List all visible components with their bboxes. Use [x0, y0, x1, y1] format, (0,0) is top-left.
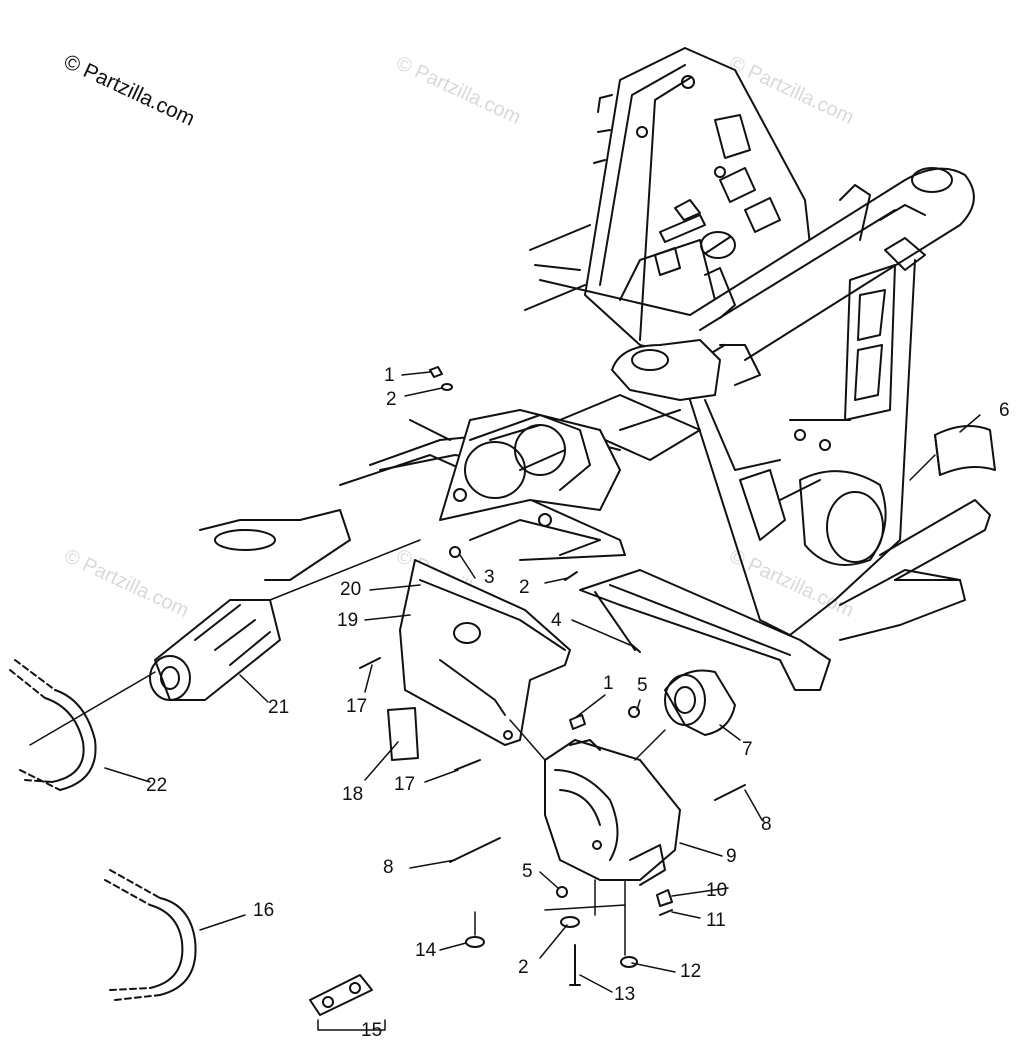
callout-13: 13: [614, 984, 636, 1005]
callout-17: 17: [394, 774, 416, 795]
callout-2: 2: [519, 577, 530, 598]
leader-lines: [104, 371, 981, 1031]
sprocket-21: [149, 599, 281, 701]
alignment-lines: [29, 454, 936, 956]
callout-5: 5: [637, 675, 648, 696]
frame-side-rail: [689, 259, 916, 636]
callout-1: 1: [384, 365, 395, 386]
frame-pivot-housing: [779, 470, 887, 566]
frame-cross-member: [611, 267, 761, 401]
callout-18: 18: [342, 784, 364, 805]
bearing-housing-9: [544, 739, 681, 886]
callout-4: 4: [551, 610, 562, 631]
callout-8: 8: [761, 814, 772, 835]
chain-22: [9, 659, 97, 791]
fasteners: [359, 366, 746, 986]
frame-center-bracket: [439, 409, 621, 556]
callout-16: 16: [253, 900, 275, 921]
callout-11: 11: [706, 910, 726, 931]
chain-16: [104, 869, 197, 1001]
callout-6: 6: [999, 400, 1010, 421]
callout-19: 19: [337, 610, 359, 631]
callout-22: 22: [146, 775, 168, 796]
callout-10: 10: [706, 880, 728, 901]
master-link-15: [309, 974, 373, 1016]
callout-2: 2: [518, 957, 529, 978]
callout-8: 8: [383, 857, 394, 878]
callout-14: 14: [415, 940, 437, 961]
bushing-7: [664, 669, 736, 736]
callout-21: 21: [268, 697, 290, 718]
bearing-shell-6: [934, 425, 996, 476]
callout-3: 3: [484, 567, 495, 588]
frame-lower-crossbar: [579, 499, 991, 691]
callout-9: 9: [726, 846, 737, 867]
frame-upper-arm: [689, 167, 975, 361]
callout-17: 17: [346, 696, 368, 717]
callout-5: 5: [522, 861, 533, 882]
callout-7: 7: [742, 739, 753, 760]
callout-20: 20: [340, 579, 362, 600]
decal-18: [387, 707, 419, 761]
shield-plate-19: [399, 559, 571, 746]
callout-15: 15: [361, 1020, 383, 1041]
callout-2: 2: [386, 389, 397, 410]
callout-12: 12: [680, 961, 702, 982]
callout-1: 1: [603, 673, 614, 694]
